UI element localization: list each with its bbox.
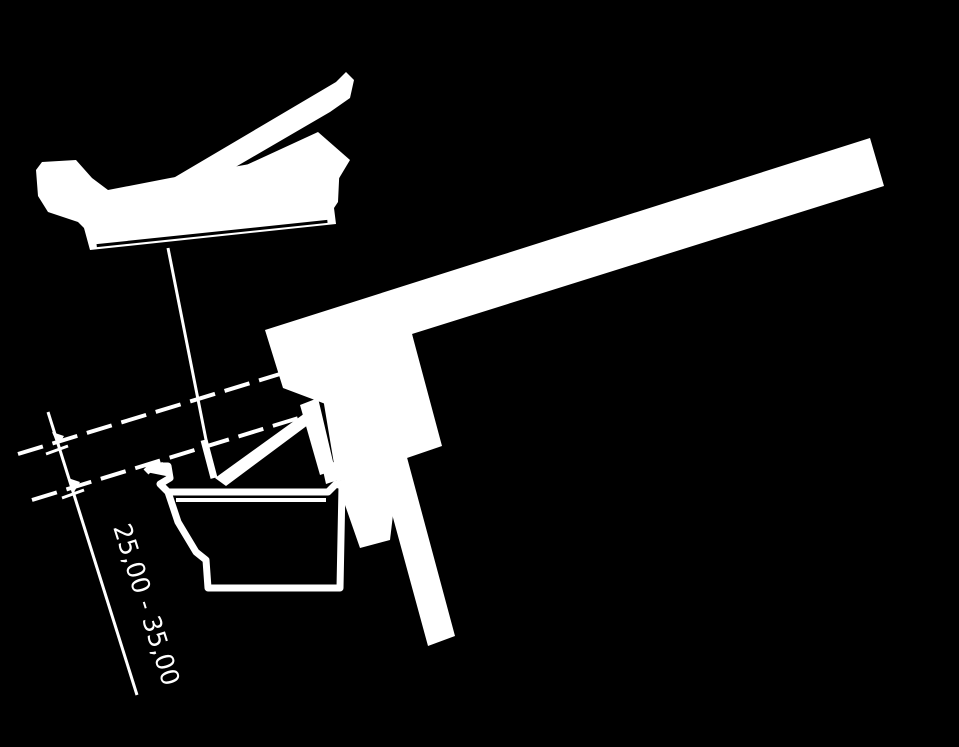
fascia-board [318, 334, 442, 482]
gutter-bead [146, 462, 170, 476]
gutter-profile [143, 462, 346, 592]
dimension-label: 25,00 - 35,00 [107, 520, 185, 689]
dimension-line [46, 411, 139, 696]
dimension-arrow-lower [68, 478, 80, 492]
tool-jaw-slot [96, 219, 328, 248]
support-post [380, 450, 455, 646]
gutter-front-lip [322, 462, 338, 484]
extension-line-lower [31, 410, 319, 502]
tool-handle-lower [218, 132, 350, 180]
dimension-arrow-upper [52, 432, 64, 446]
leader-line [166, 247, 214, 471]
bending-tool [36, 72, 354, 250]
hanger-arm [300, 398, 335, 475]
hanger-strap [215, 408, 320, 486]
extension-line-upper [17, 372, 281, 456]
tool-handle [170, 72, 354, 182]
dimension-tick-upper [45, 444, 69, 456]
dimension-tick-lower [61, 488, 85, 500]
